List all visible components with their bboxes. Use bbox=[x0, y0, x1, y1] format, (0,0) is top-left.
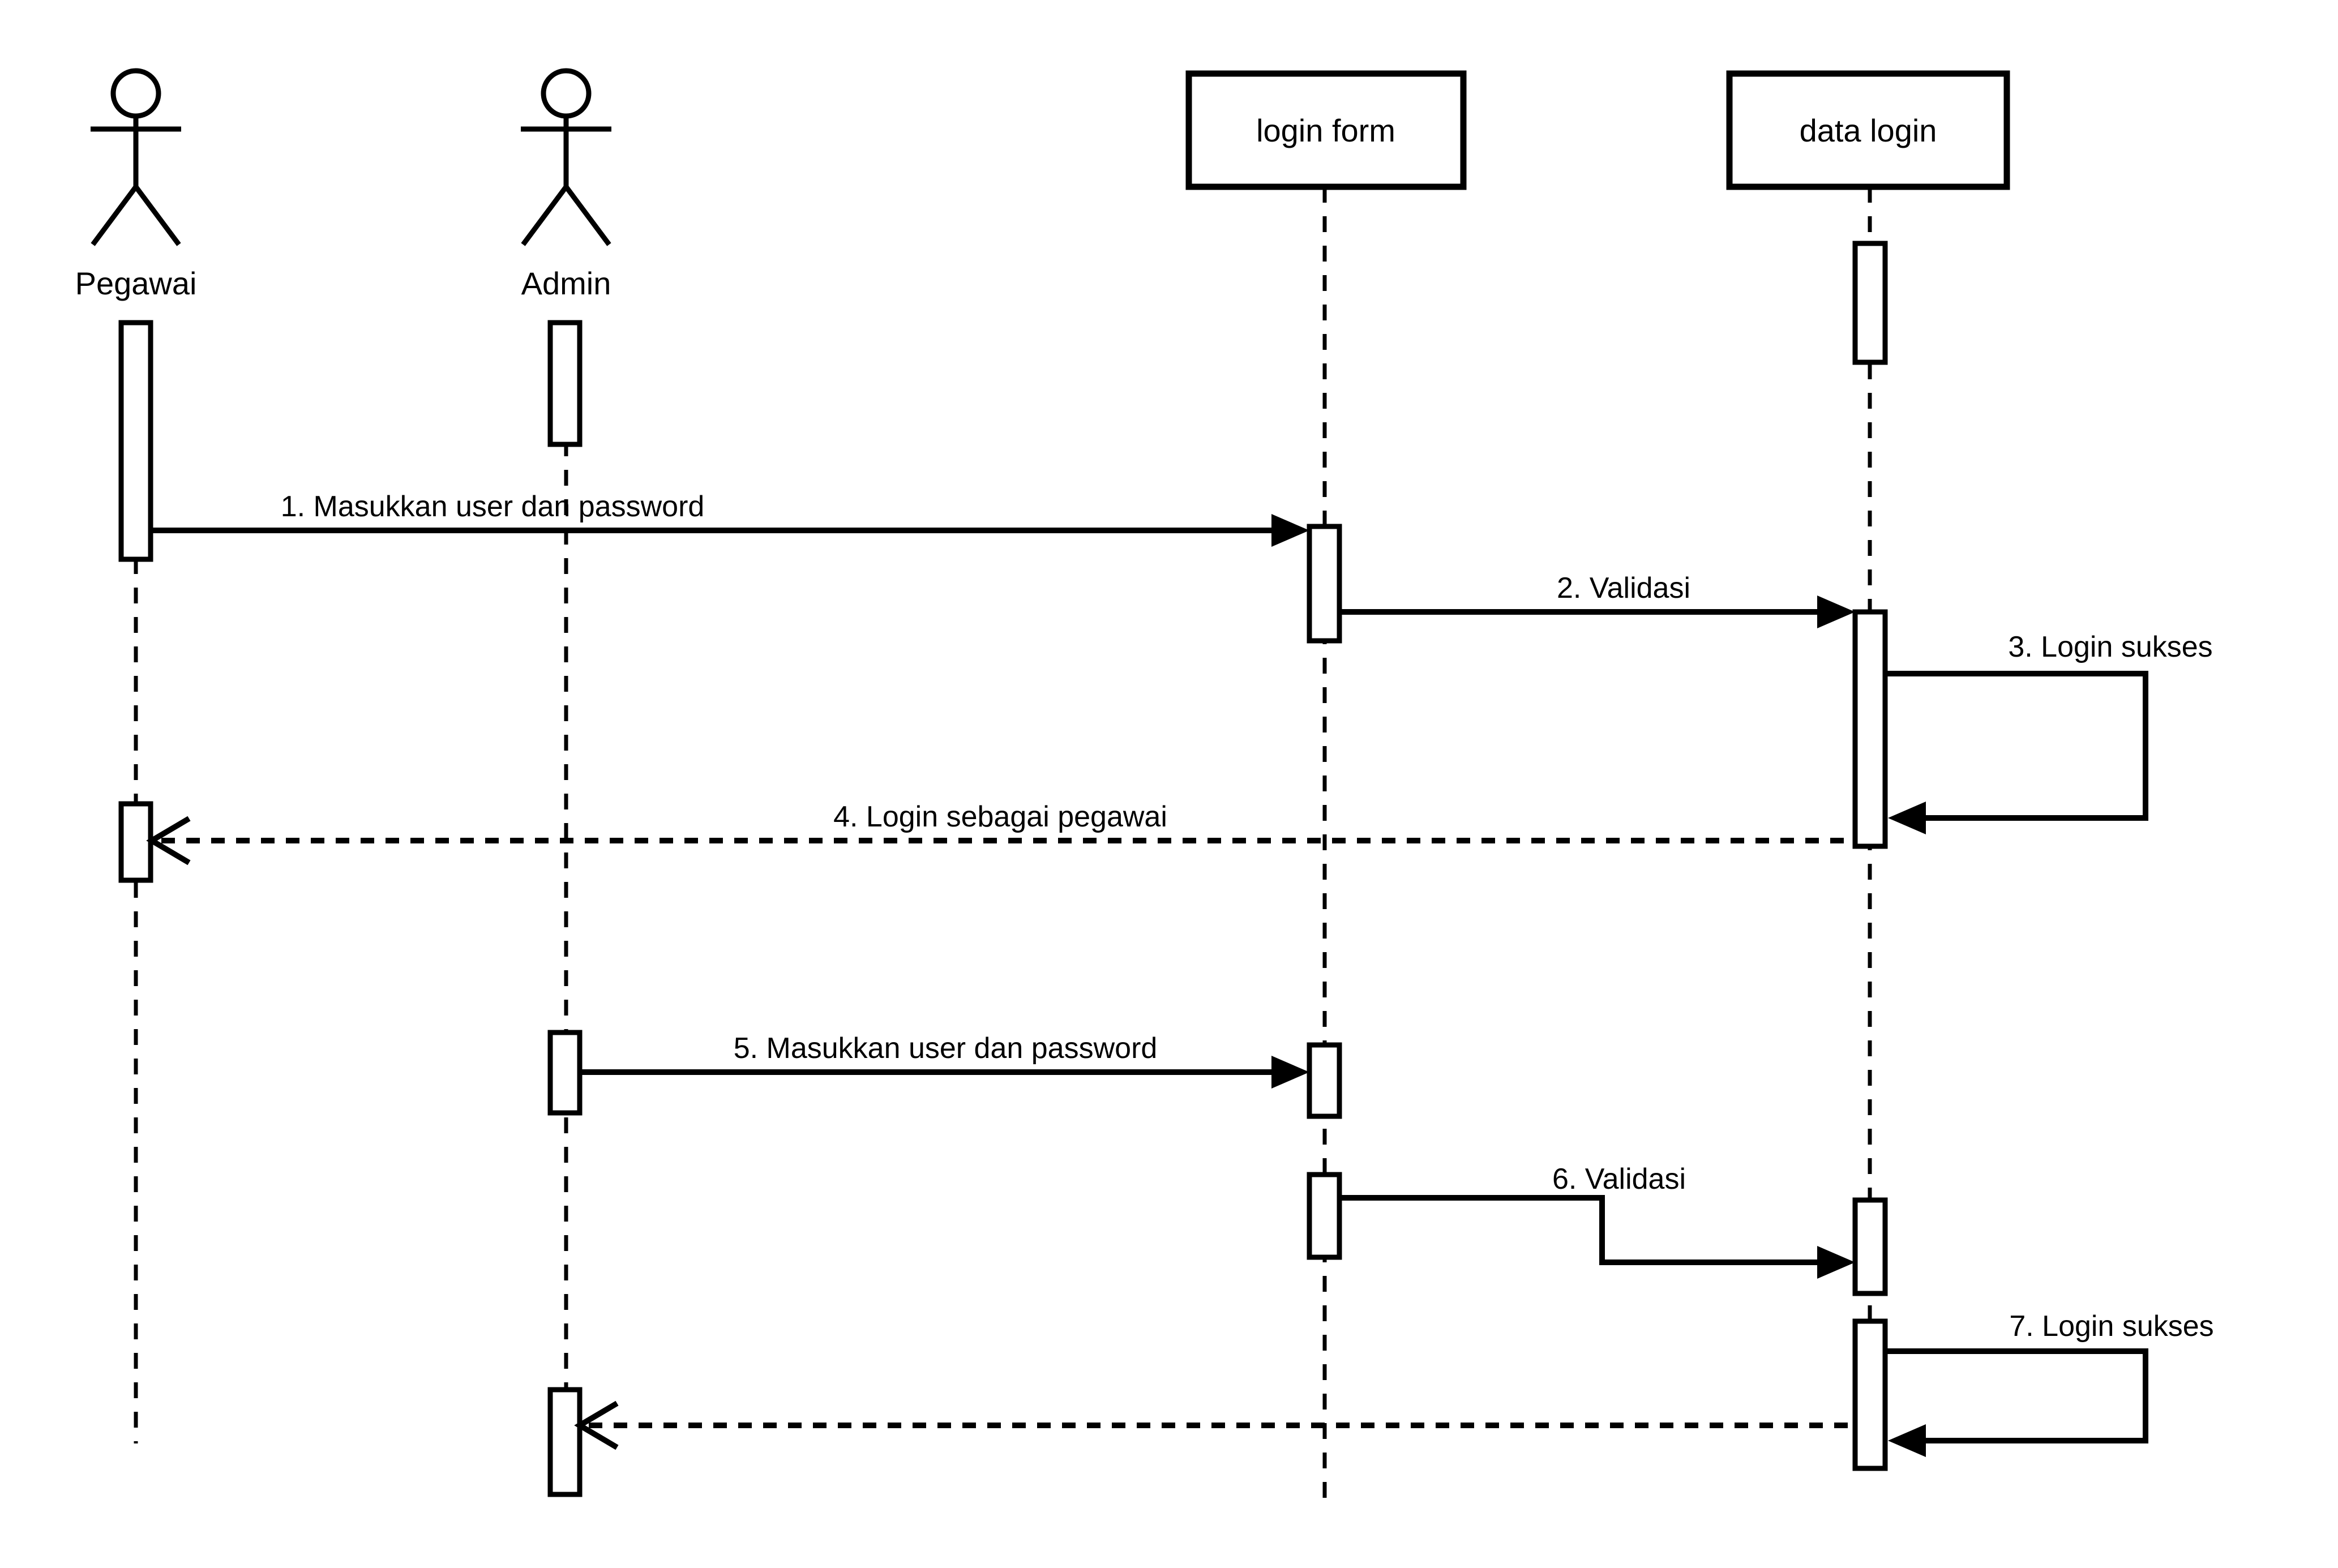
actor-label-pegawai: Pegawai bbox=[75, 265, 197, 301]
message-3: 3. Login sukses bbox=[1885, 631, 2213, 834]
message-3-self-box bbox=[1885, 671, 2148, 821]
message-6: 6. Validasi bbox=[1339, 1163, 1855, 1279]
message-7-label: 7. Login sukses bbox=[2009, 1310, 2213, 1343]
actor-pegawai bbox=[91, 68, 181, 246]
message-2-arrowhead-icon bbox=[1817, 596, 1855, 628]
message-8-open-arrowhead-icon bbox=[574, 1400, 619, 1450]
activation-data-login-2 bbox=[1852, 1197, 1888, 1296]
message-3-label: 3. Login sukses bbox=[2008, 631, 2212, 663]
activation-admin-1 bbox=[547, 320, 583, 447]
activation-data-login-3 bbox=[1852, 1318, 1888, 1471]
activation-admin-2 bbox=[547, 1030, 583, 1116]
activation-login-form-3 bbox=[1307, 1172, 1342, 1260]
message-8-return bbox=[574, 1400, 1855, 1450]
message-6-arrowhead-icon bbox=[1817, 1246, 1855, 1279]
message-1: 1. Masukkan user dan password bbox=[151, 490, 1309, 547]
message-5: 5. Masukkan user dan password bbox=[580, 1032, 1309, 1089]
data-login-label: data login bbox=[1800, 113, 1937, 148]
message-1-arrowhead-icon bbox=[1271, 514, 1309, 547]
admin-actor-leg-left bbox=[521, 185, 568, 246]
object-login-form: login form bbox=[1185, 70, 1467, 190]
admin-actor-leg-right bbox=[564, 185, 611, 246]
activation-pegawai-1 bbox=[118, 320, 153, 562]
message-5-arrowhead-icon bbox=[1271, 1056, 1309, 1089]
pegawai-actor-leg-left bbox=[91, 185, 138, 246]
activation-data-login-1 bbox=[1852, 609, 1888, 849]
activation-pegawai-2 bbox=[118, 801, 153, 883]
message-6-label: 6. Validasi bbox=[1552, 1163, 1686, 1196]
message-2-label: 2. Validasi bbox=[1557, 572, 1690, 605]
message-1-label: 1. Masukkan user dan password bbox=[281, 490, 705, 523]
message-4: 4. Login sebagai pegawai bbox=[146, 800, 1855, 866]
message-7-arrowhead-icon bbox=[1888, 1424, 1926, 1457]
login-form-label: login form bbox=[1256, 113, 1395, 148]
actor-admin bbox=[521, 68, 611, 246]
message-3-arrowhead-icon bbox=[1888, 802, 1926, 834]
activation-login-form-2 bbox=[1307, 1042, 1342, 1119]
message-7: 7. Login sukses bbox=[1885, 1310, 2214, 1457]
pegawai-actor-head-icon bbox=[110, 68, 161, 119]
object-data-login: data login bbox=[1726, 70, 2010, 190]
message-6-line bbox=[1339, 1195, 1821, 1265]
message-4-label: 4. Login sebagai pegawai bbox=[833, 800, 1167, 833]
activation-admin-3 bbox=[547, 1387, 583, 1497]
pegawai-actor-leg-right bbox=[134, 185, 181, 246]
data-login-box bbox=[1726, 70, 2010, 190]
login-form-box bbox=[1185, 70, 1467, 190]
message-7-self-box bbox=[1885, 1348, 2148, 1443]
message-2: 2. Validasi bbox=[1339, 572, 1855, 628]
message-5-label: 5. Masukkan user dan password bbox=[734, 1032, 1158, 1065]
actor-label-admin: Admin bbox=[521, 265, 611, 301]
message-4-open-arrowhead-icon bbox=[146, 816, 191, 866]
admin-actor-head-icon bbox=[541, 68, 592, 119]
activation-data-login-0 bbox=[1852, 241, 1888, 365]
activation-login-form-1 bbox=[1307, 524, 1342, 644]
